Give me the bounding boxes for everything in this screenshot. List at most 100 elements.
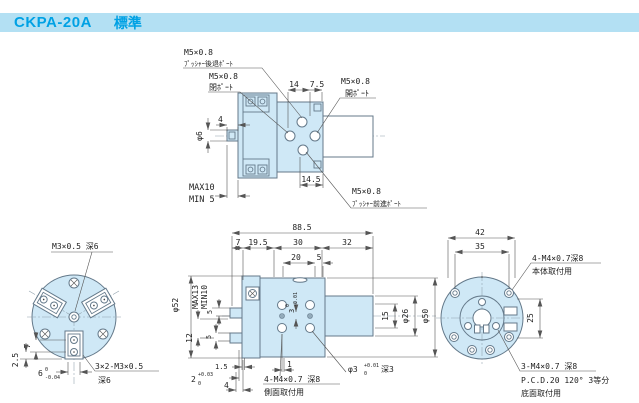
dimension-4b: 4 xyxy=(224,360,253,393)
port-close-thread: M5×0.8 xyxy=(209,72,238,81)
side-mount-line2: 側面取付用 xyxy=(264,387,304,397)
retract-port-hole xyxy=(296,116,308,128)
dim-6-tol-upper: 0 xyxy=(45,367,48,373)
jaw-stub-upper xyxy=(229,307,243,319)
shaft-outline-side xyxy=(324,295,374,337)
pin-hole-label: φ3 +0.01 0 深3 xyxy=(311,330,394,377)
bottom-mount-line2: P.C.D.20 120° 3等分 xyxy=(521,375,609,385)
top-view: M5×0.8 ﾌﾟｯｼｬｰ後退ﾎﾟｰﾄ M5×0.8 閉ﾎﾟｰﾄ M5×0.8 … xyxy=(183,48,427,209)
dimension-15: 15 xyxy=(375,303,398,329)
dim-2-value: 2 xyxy=(191,375,196,384)
stroke-max-side: MAX13 xyxy=(191,285,200,309)
dimension-5b: 5 xyxy=(205,324,230,350)
pin-hole-suffix: 深3 xyxy=(381,365,394,374)
port-open-label: M5×0.8 開ﾎﾟｰﾄ xyxy=(316,77,376,134)
dim-dia52: φ52 xyxy=(171,298,180,313)
dim-dia6: φ6 xyxy=(195,131,204,141)
center-thread-hole xyxy=(68,311,80,323)
dim-20: 20 xyxy=(291,253,301,262)
key-3-value: 3 xyxy=(288,309,296,313)
dim-15: 15 xyxy=(381,311,390,321)
open-port-hole xyxy=(309,130,321,142)
jaw-thread-label: 3×2-M3×0.5 深6 xyxy=(82,354,159,385)
key-3-tol-upper: 0 xyxy=(285,304,291,307)
bottom-mount-line1: 3-M4×0.7 深8 xyxy=(521,362,577,371)
dimension-1: 1 xyxy=(272,334,294,373)
dimension-stroke-top: MAX10 MIN 5 xyxy=(189,145,250,205)
side-mount-label: 4-M4×0.7 深8 側面取付用 xyxy=(263,333,340,397)
key-3-tol-lower: -0.01 xyxy=(293,292,299,307)
dimension-14_5: 14.5 xyxy=(299,157,324,188)
dimension-2-tol: 2 +0.03 0 xyxy=(191,350,240,387)
dimension-25: 25 xyxy=(517,298,543,339)
dim-4b: 4 xyxy=(224,381,229,390)
jaw-stub-lower xyxy=(229,332,243,344)
port-close-label: M5×0.8 閉ﾎﾟｰﾄ xyxy=(208,72,289,134)
close-port-hole xyxy=(284,130,296,142)
dim-7b: 7 xyxy=(236,238,241,247)
jaw-thread-line1: 3×2-M3×0.5 xyxy=(95,362,143,371)
stroke-max: MAX10 xyxy=(189,183,215,193)
dimension-2_5: 2.5 xyxy=(11,343,62,368)
dimension-1_5: 1.5 xyxy=(215,358,255,371)
dimension-6-tol: 6 0 -0.04 xyxy=(38,362,92,381)
dim-19_5: 19.5 xyxy=(248,238,267,247)
dim-14_5: 14.5 xyxy=(301,175,320,184)
dim-32: 32 xyxy=(342,238,352,247)
dimension-row2: 7 19.5 30 32 xyxy=(232,238,373,280)
bottom-mount-label: 3-M4×0.7 深8 P.C.D.20 120° 3等分 底面取付用 xyxy=(497,329,609,398)
dimension-42: 42 xyxy=(447,228,516,278)
dim-1: 1 xyxy=(287,360,292,369)
stroke-min-side: MIN10 xyxy=(200,285,209,309)
jaw-thread-line2: 深6 xyxy=(98,376,111,385)
port-retract-name: ﾌﾟｯｼｬｰ後退ﾎﾟｰﾄ xyxy=(184,59,233,68)
dimension-35: 35 xyxy=(454,242,510,288)
rear-view: 42 35 25 4-M4×0.7深8 本体取付用 3-M4×0.7 深8 xyxy=(436,228,609,398)
dim-12: 12 xyxy=(185,333,194,343)
dim-30: 30 xyxy=(293,238,303,247)
dim-2_5: 2.5 xyxy=(11,353,20,368)
dim-35: 35 xyxy=(475,242,485,251)
side-view: 88.5 7 19.5 30 32 20 xyxy=(171,223,438,397)
port-retract-label: M5×0.8 ﾌﾟｯｼｬｰ後退ﾎﾟｰﾄ xyxy=(183,48,303,119)
pin-hole-tol-lower: 0 xyxy=(364,371,367,377)
body-outline xyxy=(259,277,326,358)
dimension-row3: 20 5 xyxy=(282,253,333,277)
dimension-14-7_5: 14 7.5 xyxy=(287,80,325,128)
dim-4: 4 xyxy=(218,115,223,124)
port-open-thread: M5×0.8 xyxy=(341,77,370,86)
dimension-dia50: φ50 xyxy=(327,277,438,358)
body-mount-label: 4-M4×0.7深8 本体取付用 xyxy=(511,254,601,291)
dim-7: 7 xyxy=(23,343,32,348)
port-advance-thread: M5×0.8 xyxy=(352,187,381,196)
body-mount-holes xyxy=(449,288,514,355)
dim-6-tol-lower: -0.04 xyxy=(45,375,60,381)
dim-5b: 5 xyxy=(205,335,213,339)
dim-dia50: φ50 xyxy=(421,309,430,324)
advance-port-hole xyxy=(297,144,309,156)
jaw-bottom xyxy=(64,330,84,360)
dimension-dia52: φ52 xyxy=(171,275,242,359)
face-screws xyxy=(39,277,109,340)
front-view: M3×0.5 深6 7 2.5 6 xyxy=(11,242,159,385)
chuck-face-plate xyxy=(237,92,278,179)
dim-14: 14 xyxy=(289,80,299,89)
dimension-4: 4 xyxy=(216,115,250,131)
dim-88_5: 88.5 xyxy=(292,223,311,232)
dim-42: 42 xyxy=(475,228,485,237)
dim-25: 25 xyxy=(526,313,535,323)
body-mount-line1: 4-M4×0.7深8 xyxy=(532,254,584,263)
model-number: CKPA-20A xyxy=(14,14,92,31)
dimension-stroke-side: MAX13 MIN10 5 xyxy=(191,285,230,325)
body-mount-line2: 本体取付用 xyxy=(532,266,572,276)
dim-7_5: 7.5 xyxy=(310,80,325,89)
port-advance-label: M5×0.8 ﾌﾟｯｼｬｰ前進ﾎﾟｰﾄ xyxy=(305,151,427,209)
port-advance-name: ﾌﾟｯｼｬｰ前進ﾎﾟｰﾄ xyxy=(352,199,401,208)
variant-label: 標準 xyxy=(113,14,142,31)
dimension-dia26: φ26 xyxy=(375,295,418,337)
dimension-dia6: φ6 xyxy=(195,118,227,153)
dim-dia26: φ26 xyxy=(401,309,410,324)
dimension-12: 12 xyxy=(185,310,228,347)
center-thread-text: M3×0.5 深6 xyxy=(52,242,99,251)
